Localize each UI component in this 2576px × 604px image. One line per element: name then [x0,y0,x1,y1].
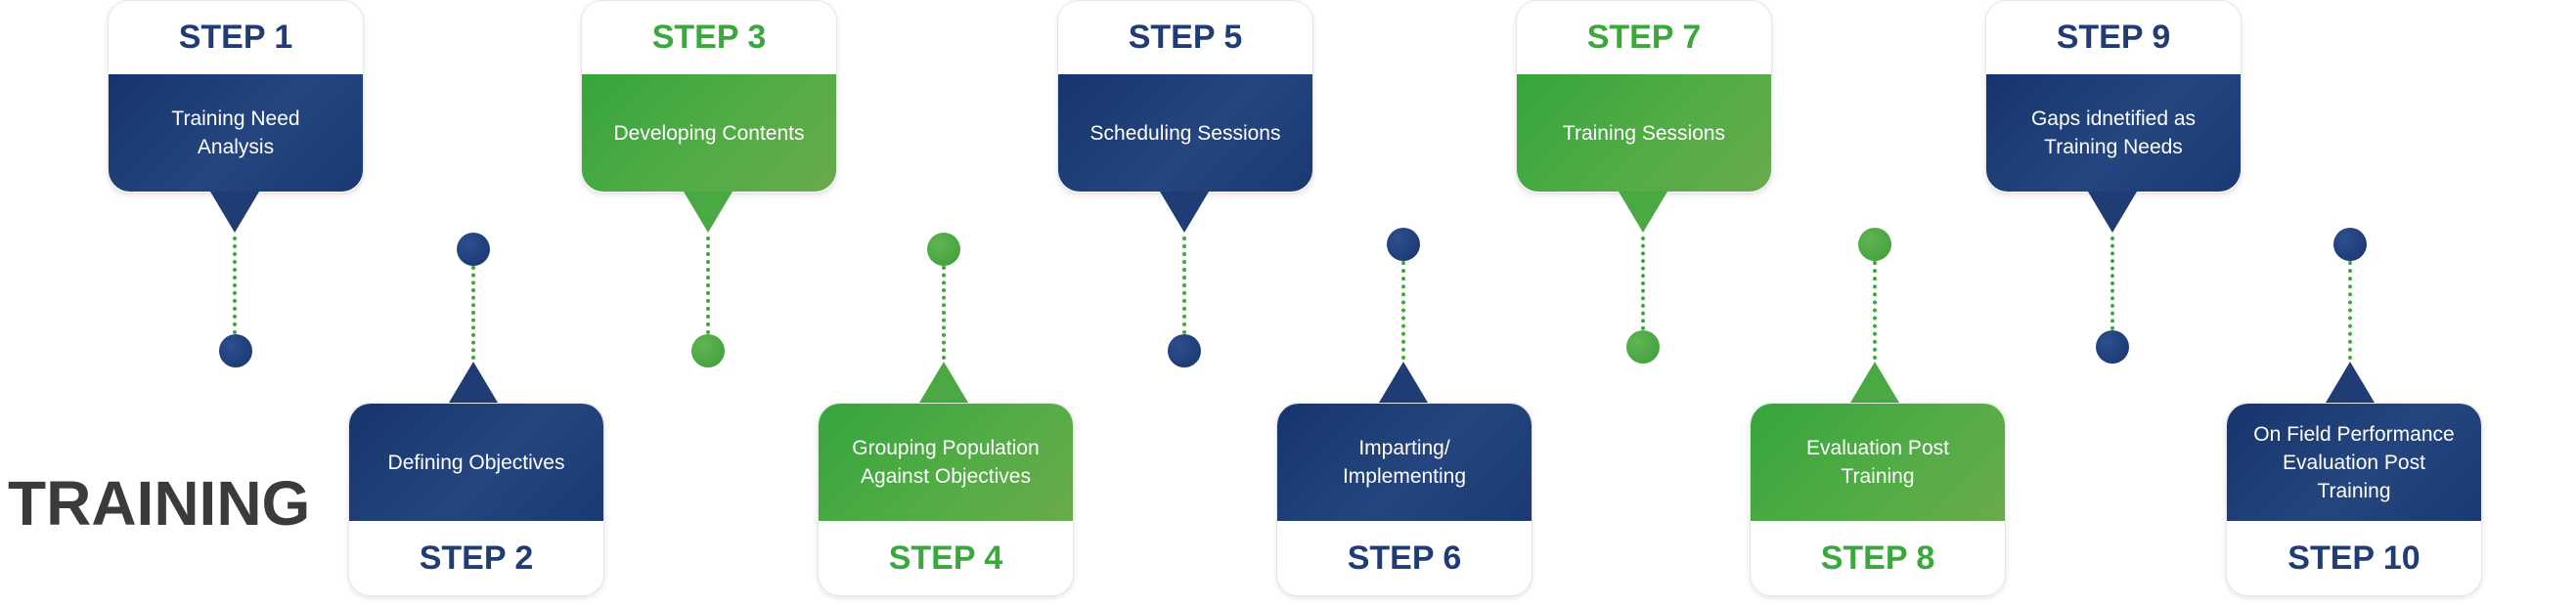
step-10-node [2333,228,2367,261]
step-2-label: STEP 2 [419,539,534,577]
step-6-connector [1401,261,1405,360]
step-6-card: Imparting/Implementing STEP 6 [1276,403,1532,596]
step-2-connector [471,266,475,360]
step-10-label: STEP 10 [2287,539,2421,577]
step-1-text-line-2: Analysis [197,136,275,158]
step-3-card: STEP 3 Developing Contents [581,0,837,194]
step-7-text-line-1: Training Sessions [1562,121,1726,145]
step-9-card: STEP 9 Gaps idnetified as Training Needs [1985,0,2242,194]
step-6-text-line-1: Imparting/ [1358,437,1450,459]
step-9-node [2096,330,2129,364]
step-5-connector [1182,237,1186,334]
step-7-pointer [1619,192,1667,233]
step-2-text-line-1: Defining Objectives [387,451,565,474]
step-10-text-line-2: Evaluation Post [2283,451,2425,474]
step-8-text-line-2: Training [1841,465,1915,488]
step-6-text: Imparting/Implementing [1277,404,1532,521]
step-8-text-line-1: Evaluation Post [1806,437,1949,459]
step-2-node [457,233,490,266]
step-10-pointer [2326,362,2375,403]
step-8-pointer [1850,362,1899,403]
step-4-node [927,233,960,266]
step-9-text-line-1: Gaps idnetified as [2030,108,2197,130]
step-3-node [691,334,725,367]
step-6-pointer [1379,362,1428,403]
step-4-text-line-2: Against Objectives [861,465,1031,488]
step-9-connector [2110,237,2114,330]
step-7-connector [1641,237,1645,330]
diagram-title: TRAINING [8,468,311,539]
step-1-node [219,334,252,367]
step-5-node [1168,334,1201,367]
step-5-pointer [1160,192,1209,233]
step-9-pointer [2088,192,2137,233]
step-10-connector [2348,261,2352,360]
step-8-connector [1873,261,1877,360]
step-1-pointer [210,192,259,233]
step-8-node [1858,228,1891,261]
step-9-text-line-2: Training Needs [2044,136,2183,158]
step-2-pointer [449,362,498,403]
step-5-text: Scheduling Sessions [1058,74,1312,192]
step-1-text-line-1: Training Need [171,108,300,130]
step-7-node [1626,330,1660,364]
step-7-text: Training Sessions [1517,74,1771,192]
step-6-node [1387,228,1420,261]
step-2-text: Defining Objectives [349,404,603,521]
step-1-label: STEP 1 [178,19,293,56]
step-4-label: STEP 4 [888,539,1003,577]
step-8-label: STEP 8 [1820,539,1935,577]
step-5-label: STEP 5 [1128,19,1243,56]
step-6-label: STEP 6 [1347,539,1462,577]
step-5-card: STEP 5 Scheduling Sessions [1057,0,1313,194]
step-4-pointer [919,362,968,403]
step-6-text-line-2: Implementing [1342,465,1467,488]
step-3-connector [706,237,710,334]
step-3-label: STEP 3 [651,19,767,56]
step-10-text-line-3: Training [2317,479,2391,502]
step-4-connector [942,266,946,360]
step-1-connector [233,237,237,334]
step-3-text-line-1: Developing Contents [613,121,805,145]
step-5-text-line-1: Scheduling Sessions [1089,121,1281,145]
step-9-text: Gaps idnetified as Training Needs [1986,74,2241,192]
step-7-label: STEP 7 [1586,19,1702,56]
step-3-pointer [684,192,733,233]
step-2-card: Defining Objectives STEP 2 [348,403,604,596]
step-7-card: STEP 7 Training Sessions [1516,0,1772,194]
step-9-label: STEP 9 [2056,19,2171,56]
step-10-text-line-1: On Field Performance [2253,422,2455,446]
step-4-text-line-1: Grouping Population [852,437,1040,459]
step-3-text: Developing Contents [582,74,836,192]
